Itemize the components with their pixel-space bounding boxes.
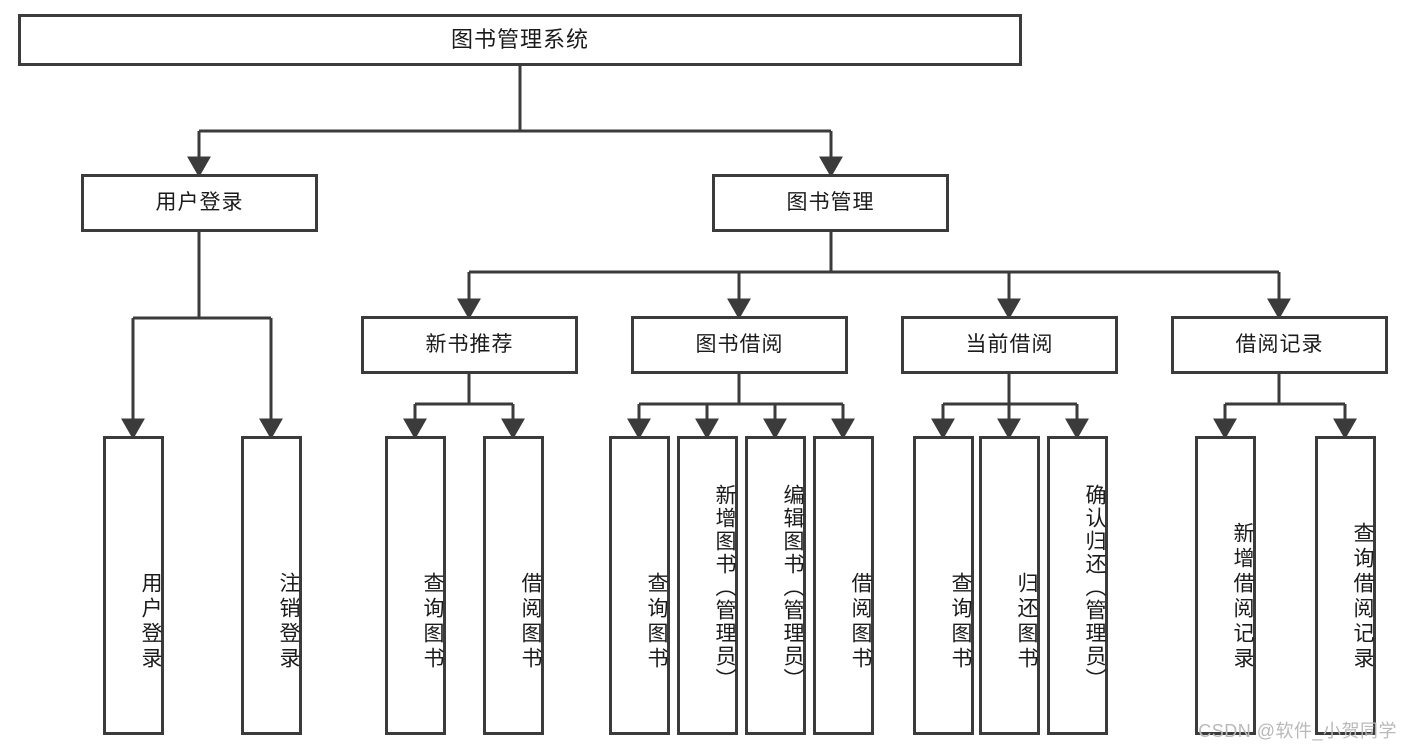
node-root-system[interactable]: 图书管理系统 xyxy=(18,14,1022,66)
node-book-borrow[interactable]: 图书借阅 xyxy=(631,316,848,374)
leaf-current-borrow-return-book[interactable]: 归还图书 xyxy=(979,436,1040,735)
leaf-current-borrow-query-book[interactable]: 查询图书 xyxy=(913,436,974,735)
leaf-user-login-login[interactable]: 用户登录 xyxy=(103,436,164,735)
leaf-book-borrow-add-book[interactable]: 新增图书（管理员） xyxy=(677,436,738,735)
leaf-book-borrow-borrow-book[interactable]: 借阅图书 xyxy=(813,436,874,735)
node-book-management[interactable]: 图书管理 xyxy=(712,174,949,232)
leaf-borrow-record-add-record[interactable]: 新增借阅记录 xyxy=(1195,436,1256,735)
node-current-borrow[interactable]: 当前借阅 xyxy=(901,316,1118,374)
leaf-user-login-logout[interactable]: 注销登录 xyxy=(241,436,302,735)
leaf-borrow-record-query-record[interactable]: 查询借阅记录 xyxy=(1315,436,1376,735)
node-user-login[interactable]: 用户登录 xyxy=(81,174,318,232)
leaf-new-book-borrow-book[interactable]: 借阅图书 xyxy=(483,436,544,735)
leaf-new-book-query-book[interactable]: 查询图书 xyxy=(385,436,446,735)
node-borrow-record[interactable]: 借阅记录 xyxy=(1171,316,1388,374)
node-new-book-recommend[interactable]: 新书推荐 xyxy=(361,316,578,374)
watermark-text: CSDN @软件_小贺同学 xyxy=(1198,721,1397,741)
leaf-book-borrow-edit-book[interactable]: 编辑图书（管理员） xyxy=(745,436,806,735)
leaf-current-borrow-confirm-return[interactable]: 确认归还（管理员） xyxy=(1047,436,1108,735)
leaf-book-borrow-query-book[interactable]: 查询图书 xyxy=(609,436,670,735)
